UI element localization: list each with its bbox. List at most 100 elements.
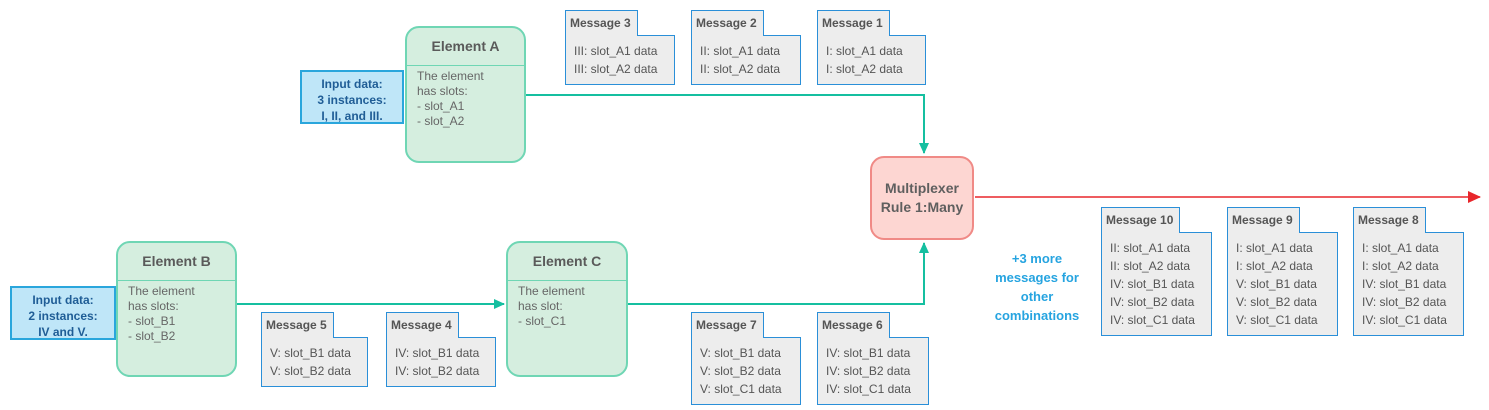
message-title: Message 8 xyxy=(1353,207,1426,233)
message-body: II: slot_A1 data II: slot_A2 data xyxy=(691,35,801,85)
message-10[interactable]: Message 10 II: slot_A1 data II: slot_A2 … xyxy=(1101,207,1212,336)
message-title: Message 4 xyxy=(386,312,459,338)
message-body: III: slot_A1 data III: slot_A2 data xyxy=(565,35,675,85)
message-title: Message 3 xyxy=(565,10,638,36)
message-line: IV: slot_B1 data xyxy=(395,346,480,360)
message-line: IV: slot_B2 data xyxy=(395,364,480,378)
element-c-line: The element xyxy=(518,284,585,298)
input-data-b: Input data: 2 instances: IV and V. xyxy=(10,286,116,340)
message-body: I: slot_A1 data I: slot_A2 data V: slot_… xyxy=(1227,232,1338,336)
message-line: I: slot_A1 data xyxy=(1236,241,1313,255)
message-line: V: slot_C1 data xyxy=(700,382,782,396)
connector-a-to-multiplexer xyxy=(526,94,929,154)
message-line: V: slot_B2 data xyxy=(700,364,781,378)
note-line: +3 more xyxy=(1011,251,1063,266)
message-line: IV: slot_C1 data xyxy=(1362,313,1447,327)
element-a-line: - slot_A1 xyxy=(417,99,465,113)
message-6[interactable]: Message 6 IV: slot_B1 data IV: slot_B2 d… xyxy=(817,312,929,405)
message-line: V: slot_B1 data xyxy=(270,346,351,360)
element-c-description: The element has slot: - slot_C1 xyxy=(508,281,626,332)
message-title: Message 5 xyxy=(261,312,334,338)
message-body: II: slot_A1 data II: slot_A2 data IV: sl… xyxy=(1101,232,1212,336)
element-a-line: The element xyxy=(417,69,484,83)
message-5[interactable]: Message 5 V: slot_B1 data V: slot_B2 dat… xyxy=(261,312,368,387)
element-a-line: - slot_A2 xyxy=(417,114,465,128)
message-line: I: slot_A1 data xyxy=(826,44,903,58)
message-line: IV: slot_B2 data xyxy=(1362,295,1447,309)
message-line: IV: slot_B1 data xyxy=(1110,277,1195,291)
message-line: I: slot_A2 data xyxy=(1362,259,1439,273)
message-title: Message 7 xyxy=(691,312,764,338)
element-b-description: The element has slots: - slot_B1 - slot_… xyxy=(118,281,235,347)
message-line: I: slot_A2 data xyxy=(826,62,903,76)
element-b-line: has slots: xyxy=(128,299,179,313)
message-3[interactable]: Message 3 III: slot_A1 data III: slot_A2… xyxy=(565,10,675,85)
input-a-line: I, II, and III. xyxy=(321,109,383,123)
note-line: messages for xyxy=(995,270,1079,285)
input-b-line: Input data: xyxy=(32,293,94,307)
message-body: I: slot_A1 data I: slot_A2 data IV: slot… xyxy=(1353,232,1464,336)
message-line: II: slot_A2 data xyxy=(700,62,781,76)
message-line: IV: slot_C1 data xyxy=(826,382,911,396)
message-title: Message 9 xyxy=(1227,207,1300,233)
message-line: V: slot_B2 data xyxy=(1236,295,1317,309)
input-data-a: Input data: 3 instances: I, II, and III. xyxy=(300,70,404,124)
element-c-line: - slot_C1 xyxy=(518,314,567,328)
input-a-line: 3 instances: xyxy=(317,93,387,107)
message-title: Message 6 xyxy=(817,312,890,338)
message-line: I: slot_A1 data xyxy=(1362,241,1439,255)
message-title: Message 2 xyxy=(691,10,764,36)
multiplexer[interactable]: Multiplexer Rule 1:Many xyxy=(870,156,974,240)
message-line: IV: slot_B2 data xyxy=(1110,295,1195,309)
element-b-title: Element B xyxy=(118,243,235,281)
element-c[interactable]: Element C The element has slot: - slot_C… xyxy=(506,241,628,377)
multiplexer-rule: Rule 1:Many xyxy=(880,199,964,215)
input-a-line: Input data: xyxy=(321,77,383,91)
element-a-line: has slots: xyxy=(417,84,468,98)
message-line: V: slot_B2 data xyxy=(270,364,351,378)
more-messages-note: +3 more messages for other combinations xyxy=(982,249,1092,325)
element-b-line: - slot_B2 xyxy=(128,329,176,343)
message-title: Message 10 xyxy=(1101,207,1181,233)
message-1[interactable]: Message 1 I: slot_A1 data I: slot_A2 dat… xyxy=(817,10,926,85)
message-line: V: slot_C1 data xyxy=(1236,313,1318,327)
message-line: IV: slot_B2 data xyxy=(826,364,911,378)
message-line: II: slot_A1 data xyxy=(1110,241,1191,255)
message-line: II: slot_A2 data xyxy=(1110,259,1191,273)
message-body: IV: slot_B1 data IV: slot_B2 data IV: sl… xyxy=(817,337,929,405)
message-body: IV: slot_B1 data IV: slot_B2 data xyxy=(386,337,496,387)
message-line: II: slot_A1 data xyxy=(700,44,781,58)
message-line: IV: slot_B1 data xyxy=(1362,277,1447,291)
message-line: V: slot_B1 data xyxy=(1236,277,1317,291)
multiplexer-title: Multiplexer xyxy=(885,180,959,196)
message-body: V: slot_B1 data V: slot_B2 data xyxy=(261,337,368,387)
input-b-line: 2 instances: xyxy=(28,309,98,323)
note-line: other xyxy=(1020,289,1054,304)
connector-c-to-multiplexer xyxy=(628,242,929,305)
message-line: V: slot_B1 data xyxy=(700,346,781,360)
element-c-line: has slot: xyxy=(518,299,563,313)
message-2[interactable]: Message 2 II: slot_A1 data II: slot_A2 d… xyxy=(691,10,801,85)
message-body: I: slot_A1 data I: slot_A2 data xyxy=(817,35,926,85)
message-line: III: slot_A1 data xyxy=(574,44,658,58)
element-c-title: Element C xyxy=(508,243,626,281)
message-8[interactable]: Message 8 I: slot_A1 data I: slot_A2 dat… xyxy=(1353,207,1464,336)
element-b-line: - slot_B1 xyxy=(128,314,176,328)
element-a-description: The element has slots: - slot_A1 - slot_… xyxy=(407,66,524,132)
input-b-line: IV and V. xyxy=(38,325,88,339)
element-a-title: Element A xyxy=(407,28,524,66)
message-line: I: slot_A2 data xyxy=(1236,259,1313,273)
element-b-line: The element xyxy=(128,284,195,298)
message-title: Message 1 xyxy=(817,10,890,36)
message-body: V: slot_B1 data V: slot_B2 data V: slot_… xyxy=(691,337,801,405)
message-9[interactable]: Message 9 I: slot_A1 data I: slot_A2 dat… xyxy=(1227,207,1338,336)
message-line: IV: slot_C1 data xyxy=(1110,313,1195,327)
note-line: combinations xyxy=(994,308,1080,323)
message-line: IV: slot_B1 data xyxy=(826,346,911,360)
message-line: III: slot_A2 data xyxy=(574,62,658,76)
element-b[interactable]: Element B The element has slots: - slot_… xyxy=(116,241,237,377)
message-4[interactable]: Message 4 IV: slot_B1 data IV: slot_B2 d… xyxy=(386,312,496,387)
message-7[interactable]: Message 7 V: slot_B1 data V: slot_B2 dat… xyxy=(691,312,801,405)
element-a[interactable]: Element A The element has slots: - slot_… xyxy=(405,26,526,163)
